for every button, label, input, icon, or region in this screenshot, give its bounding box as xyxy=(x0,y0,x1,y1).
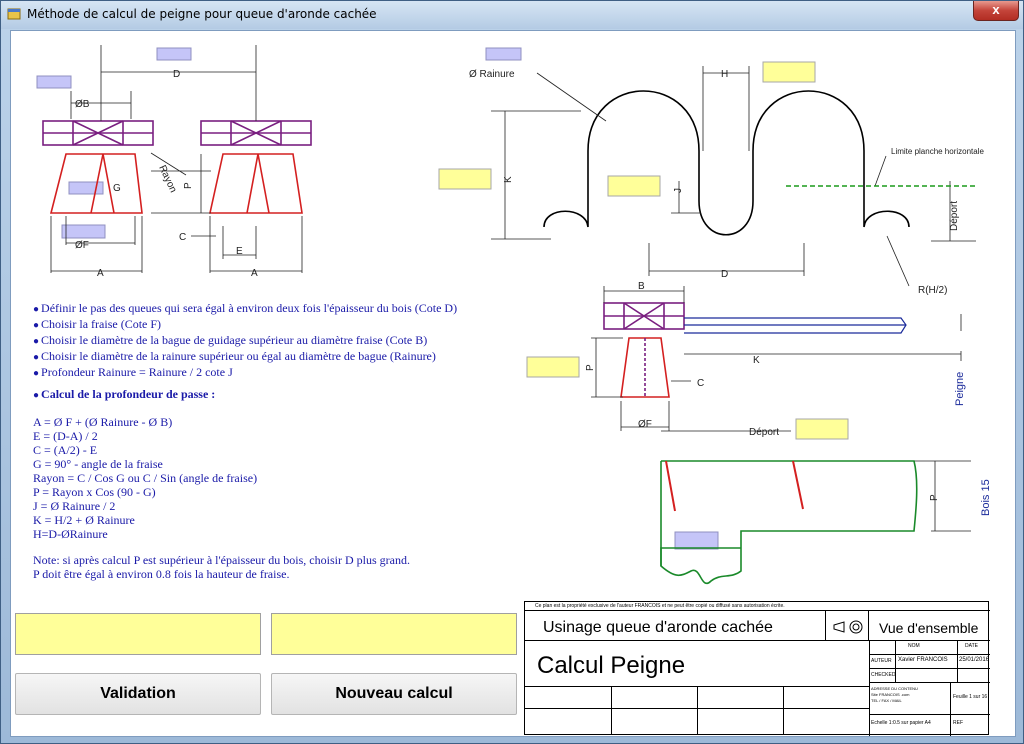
formula-k: K = H/2 + Ø Rainure xyxy=(33,513,135,527)
validation-button[interactable]: Validation xyxy=(15,673,261,715)
dimensions-right xyxy=(491,66,976,287)
new-calculation-button[interactable]: Nouveau calcul xyxy=(271,673,517,715)
input-k[interactable] xyxy=(438,168,492,190)
label-deport: Déport xyxy=(949,201,960,231)
dimensions-left xyxy=(50,45,303,273)
drawing-subject: Usinage queue d'aronde cachée xyxy=(543,619,773,636)
groove-profile xyxy=(543,90,910,236)
projection-icon xyxy=(833,620,863,634)
label-phi-f: ØF xyxy=(75,240,89,251)
label-b: B xyxy=(638,281,645,292)
cut-line-left xyxy=(665,460,676,512)
auteur-label: AUTEUR xyxy=(871,658,892,664)
label-deport2: Déport xyxy=(749,427,779,438)
formula-e: E = (D-A) / 2 xyxy=(33,429,98,443)
label-d2: D xyxy=(721,269,728,280)
company-name: ADRESSE DU CONTENU xyxy=(871,686,918,691)
label-peigne: Peigne xyxy=(954,372,966,406)
nom-header: NOM xyxy=(908,643,920,649)
guide-bushing-section xyxy=(603,302,685,330)
app-icon xyxy=(7,8,21,20)
label-p: P xyxy=(183,182,194,189)
formula-j: J = Ø Rainure / 2 xyxy=(33,499,116,513)
company-site: Site FRANCOIS .com xyxy=(871,692,910,697)
instruction-2: ●Choisir la fraise (Cote F) xyxy=(33,317,162,331)
cutter-left xyxy=(49,153,143,214)
input-deport[interactable] xyxy=(795,418,849,440)
guide-bushing-right xyxy=(200,120,312,146)
label-k2: K xyxy=(753,355,760,366)
input-phi-rainure[interactable] xyxy=(485,47,522,61)
technical-drawing: D ØB ØF A A E C G P Rayon xyxy=(36,45,992,585)
copyright-note: Ce plan est la propriété exclusive de l'… xyxy=(535,603,785,609)
label-phi-rainure: Ø Rainure xyxy=(469,69,515,80)
note-line-1: Note: si après calcul P est supérieur à … xyxy=(33,553,410,567)
label-e: E xyxy=(236,246,243,257)
input-phi-f[interactable] xyxy=(61,224,106,239)
formula-c: C = (A/2) - E xyxy=(33,443,98,457)
input-h[interactable] xyxy=(762,61,816,83)
input-d[interactable] xyxy=(156,47,192,61)
label-limite: Limite planche horizontale xyxy=(891,147,984,156)
instructions-panel: ●Définir le pas des queues qui sera égal… xyxy=(33,301,533,581)
label-phi-b: ØB xyxy=(75,99,90,110)
drawing-scale: Echelle 1:0.5 sur papier A4 xyxy=(871,720,931,726)
cutter-section xyxy=(620,337,670,398)
label-c2: C xyxy=(697,378,704,389)
drawing-title-block: Ce plan est la propriété exclusive de l'… xyxy=(524,601,990,736)
drawing-view: Vue d'ensemble xyxy=(879,620,979,636)
input-g[interactable] xyxy=(68,181,104,195)
label-c: C xyxy=(179,232,186,243)
company-contact: TEL / FAX / MAIL xyxy=(871,698,902,703)
input-phi-b[interactable] xyxy=(36,75,72,89)
formula-p: P = Rayon x Cos (90 - G) xyxy=(33,485,156,499)
window-title: Méthode de calcul de peigne pour queue d… xyxy=(27,7,377,21)
formula-rayon: Rayon = C / Cos G ou C / Sin (angle de f… xyxy=(33,471,258,485)
guide-bushing-left xyxy=(42,120,154,146)
label-phi-f2: ØF xyxy=(638,419,652,430)
instruction-3: ●Choisir le diamètre de la bague de guid… xyxy=(33,333,428,347)
close-button[interactable]: x xyxy=(973,1,1019,21)
label-p3: P xyxy=(929,494,940,501)
input-p[interactable] xyxy=(526,356,580,378)
dimensions-bottom xyxy=(591,286,971,532)
cutter-right xyxy=(209,153,303,214)
instruction-4: ●Choisir le diamètre de la rainure supér… xyxy=(33,349,436,363)
wood-board xyxy=(660,460,918,585)
label-j: J xyxy=(673,188,684,193)
input-bois[interactable] xyxy=(674,531,719,550)
formula-g: G = 90° - angle de la fraise xyxy=(33,457,163,471)
label-a-left: A xyxy=(97,268,104,279)
calc-heading: ●Calcul de la profondeur de passe : xyxy=(33,387,216,401)
note-line-2: P doit être égal à environ 0.8 fois la h… xyxy=(33,567,290,581)
drawing-date: 25/01/2016 xyxy=(959,657,990,663)
input-j[interactable] xyxy=(607,175,661,197)
title-bar: Méthode de calcul de peigne pour queue d… xyxy=(1,1,1023,29)
label-k: K xyxy=(503,176,514,183)
instruction-1: ●Définir le pas des queues qui sera égal… xyxy=(33,301,458,315)
label-g: G xyxy=(113,183,121,194)
drawing-name: Calcul Peigne xyxy=(537,652,686,679)
date-header: DATE xyxy=(965,643,978,649)
sheet-number: Feuille 1 sur 16 xyxy=(953,694,988,700)
label-a-right: A xyxy=(251,268,258,279)
label-h: H xyxy=(721,69,728,80)
result-field-left[interactable] xyxy=(15,613,261,655)
author-name: Xavier FRANCOIS xyxy=(898,657,948,663)
label-p2: P xyxy=(585,364,596,371)
drawing-ref: REF xyxy=(953,720,963,726)
label-r-h2: R(H/2) xyxy=(918,285,947,296)
formula-a: A = Ø F + (Ø Rainure - Ø B) xyxy=(33,415,173,429)
label-bois15: Bois 15 xyxy=(980,479,992,516)
instruction-5: ●Profondeur Rainure = Rainure / 2 cote J xyxy=(33,365,233,379)
formula-h: H=D-ØRainure xyxy=(33,527,108,541)
checked-label: CHECKED xyxy=(871,672,896,678)
main-form: D ØB ØF A A E C G P Rayon xyxy=(10,30,1016,737)
cut-line-right xyxy=(792,460,804,510)
label-d: D xyxy=(173,69,180,80)
result-field-right[interactable] xyxy=(271,613,517,655)
